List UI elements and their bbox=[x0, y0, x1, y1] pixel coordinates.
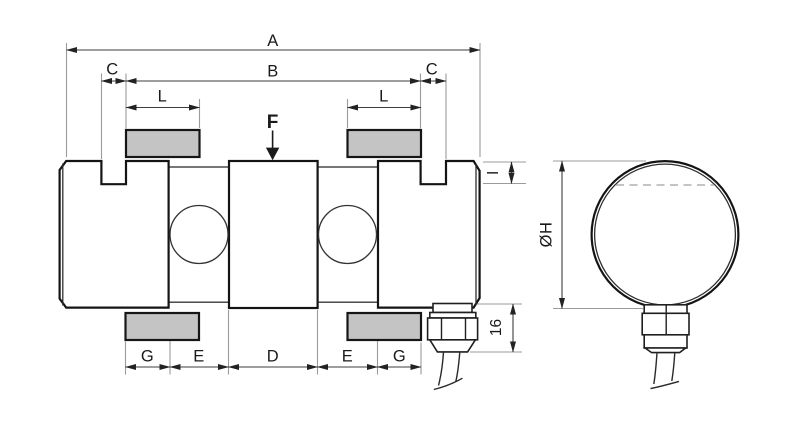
gland-taper-front bbox=[428, 339, 477, 353]
dim-label-16: 16 bbox=[488, 319, 505, 336]
dim-label-e-left: E bbox=[193, 348, 205, 366]
dim-label-l-left: L bbox=[158, 88, 168, 106]
cable-gland-side bbox=[641, 303, 690, 390]
dim-label-d: D bbox=[267, 348, 279, 366]
dim-label-a: A bbox=[267, 32, 279, 50]
dim-label-c-left: C bbox=[106, 61, 118, 79]
pin-outer-circle bbox=[590, 160, 740, 310]
dim-label-g-left: G bbox=[141, 348, 154, 366]
mounting-pads bbox=[124, 128, 423, 342]
mounting-pad-top-left bbox=[124, 128, 201, 159]
cable-front-right-edge bbox=[455, 351, 461, 382]
dim-label-g-right: G bbox=[393, 348, 406, 366]
mounting-pad-top-right bbox=[346, 128, 423, 159]
gland-flange-front bbox=[432, 302, 473, 314]
dim-label-c-right: C bbox=[426, 61, 438, 79]
gland-body-side bbox=[643, 333, 688, 349]
cable-side-break-line bbox=[650, 380, 680, 390]
dim-label-l-right: L bbox=[379, 88, 389, 106]
dim-label-diameter-h: ØH bbox=[538, 222, 556, 248]
mounting-pad-bottom-right bbox=[346, 311, 423, 342]
force-arrow bbox=[265, 130, 280, 161]
pin-end-block-right bbox=[376, 159, 481, 309]
cable-side-right-edge bbox=[671, 352, 676, 382]
dimension-lines-front bbox=[66, 47, 516, 370]
gland-hex-nut-front bbox=[426, 317, 479, 341]
force-arrowhead bbox=[265, 147, 280, 161]
dim-label-b: B bbox=[267, 63, 279, 81]
dim-label-i: I bbox=[485, 171, 502, 175]
dim-label-e-right: E bbox=[342, 348, 354, 366]
pin-end-block-left bbox=[58, 159, 170, 309]
center-loading-block bbox=[227, 159, 319, 310]
gland-taper-side bbox=[642, 347, 688, 354]
gland-washer-front bbox=[428, 311, 477, 319]
front-view: A B C C L L F G E D E G I 16 bbox=[58, 32, 526, 391]
cable-front-break-line bbox=[433, 377, 463, 391]
mounting-pad-bottom-left bbox=[124, 311, 201, 342]
recessed-section-right bbox=[316, 166, 379, 303]
cable-side-left-edge bbox=[653, 352, 658, 385]
side-view: ØH bbox=[538, 160, 740, 390]
recessed-section-left bbox=[167, 166, 230, 303]
cable-gland-front bbox=[426, 302, 479, 391]
force-label: F bbox=[267, 112, 279, 133]
cable-front-left-edge bbox=[437, 351, 445, 386]
shear-hole-left bbox=[169, 204, 229, 265]
shear-hole-right bbox=[317, 204, 378, 265]
